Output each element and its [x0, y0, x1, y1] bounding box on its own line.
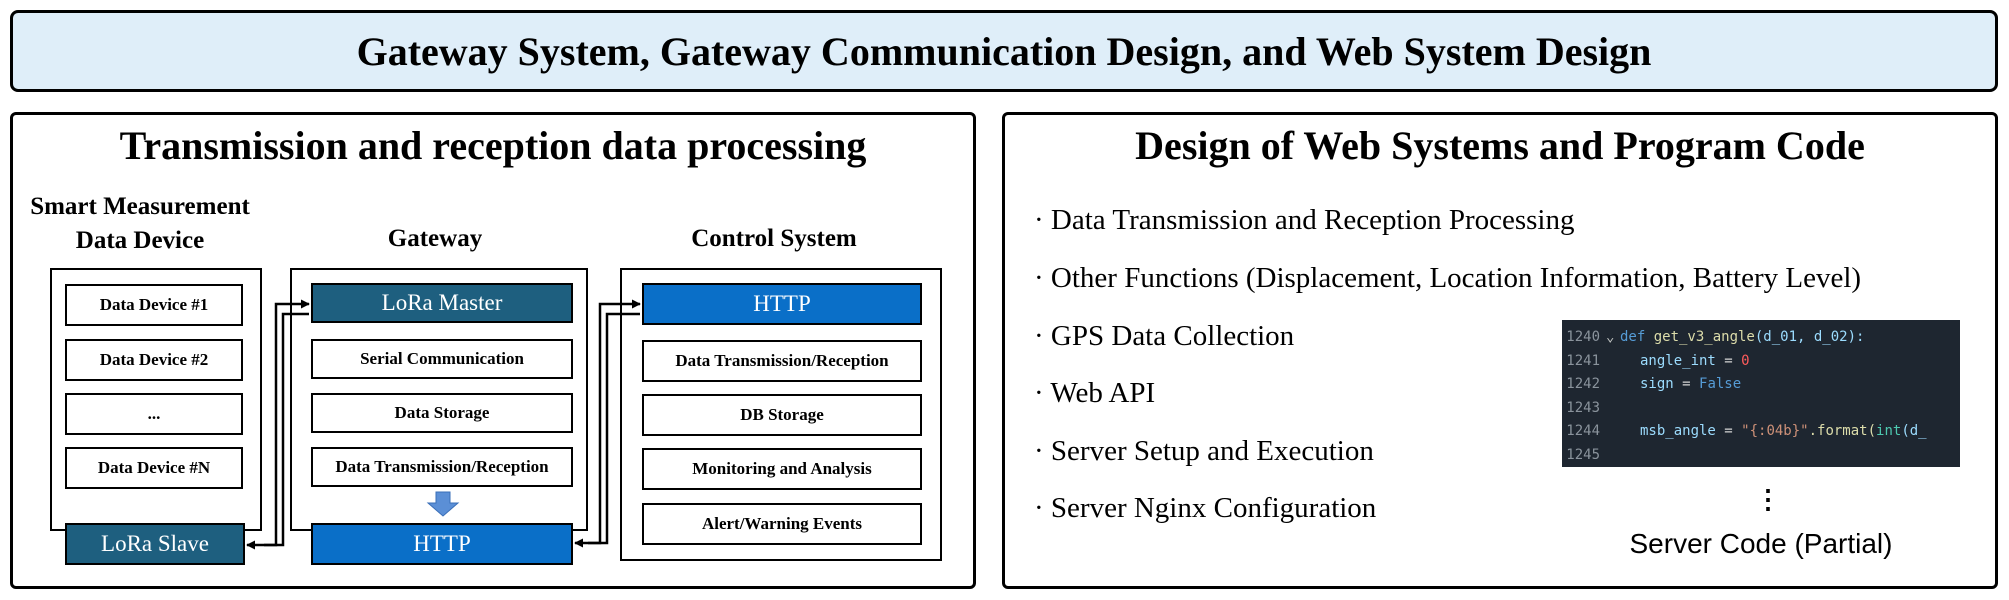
code-args: (d_ [1901, 423, 1927, 439]
code-line: 1245 [1562, 444, 1960, 468]
serial-communication-box: Serial Communication [311, 339, 573, 379]
bullet-text: Web API [1050, 377, 1156, 409]
db-storage-box: DB Storage [642, 394, 922, 436]
data-storage-box: Data Storage [311, 393, 573, 433]
gateway-data-transmission-box: Data Transmission/Reception [311, 447, 573, 487]
alert-events-box: Alert/Warning Events [642, 503, 922, 545]
left-panel-title: Transmission and reception data processi… [119, 123, 867, 168]
bullet-item-2: · Other Functions (Displacement, Locatio… [1034, 262, 1861, 295]
data-device-n: Data Device #N [65, 447, 243, 489]
line-number: 1244 [1566, 423, 1600, 439]
line-number: 1243 [1566, 399, 1600, 416]
data-device-1: Data Device #1 [65, 284, 243, 326]
code-method: .format( [1808, 423, 1877, 439]
code-line: 1241 angle_int = 0 [1562, 350, 1960, 374]
bullet-text: Other Functions (Displacement, Location … [1050, 262, 1862, 294]
bullet-item-4: · Web API [1034, 377, 1155, 410]
vertical-dots-icon: ⋮ [1755, 484, 1781, 514]
bullet-marker: · [1034, 204, 1044, 236]
data-device-ellipsis: ... [65, 393, 243, 435]
code-boolean: False [1699, 376, 1742, 392]
bullet-text: Server Nginx Configuration [1050, 492, 1377, 524]
code-function-name: get_v3_angle [1653, 329, 1755, 345]
gateway-http-box: HTTP [311, 523, 573, 565]
fold-chevron-icon: ⌄ [1606, 329, 1615, 345]
right-panel-title: Design of Web Systems and Program Code [1135, 123, 1865, 168]
code-caption: Server Code (Partial) [1629, 528, 1893, 559]
code-variable: sign [1640, 376, 1674, 392]
gateway-column-heading: Gateway [387, 225, 483, 252]
code-builtin: int [1876, 423, 1902, 439]
bullet-marker: · [1034, 492, 1044, 524]
line-number: 1242 [1566, 376, 1600, 392]
code-operator: = [1715, 352, 1742, 369]
bullet-item-1: · Data Transmission and Reception Proces… [1034, 204, 1575, 237]
bullet-marker: · [1034, 262, 1044, 294]
lora-master-box: LoRa Master [311, 283, 573, 323]
bullet-item-3: · GPS Data Collection [1034, 320, 1294, 353]
bullet-text: Server Setup and Execution [1050, 435, 1374, 467]
device-column-heading-line1: Smart Measurement [30, 193, 250, 220]
banner-title: Gateway System, Gateway Communication De… [10, 10, 1998, 92]
bullet-marker: · [1034, 435, 1044, 467]
code-args: (d_01, d_02): [1754, 329, 1865, 345]
code-line: 1242 sign = False [1562, 373, 1960, 397]
bullet-item-5: · Server Setup and Execution [1034, 435, 1374, 468]
monitoring-analysis-box: Monitoring and Analysis [642, 448, 922, 490]
bullet-text: GPS Data Collection [1050, 320, 1295, 352]
code-line: 1244 msb_angle = "{:04b}".format(int(d_ [1562, 420, 1960, 444]
code-line: 1240 ⌄ def get_v3_angle(d_01, d_02): [1562, 326, 1960, 350]
data-device-2: Data Device #2 [65, 339, 243, 381]
device-column-heading-line2: Data Device [75, 227, 205, 254]
code-string: "{:04b}" [1741, 423, 1809, 439]
bullet-item-6: · Server Nginx Configuration [1034, 492, 1376, 525]
code-operator: = [1673, 376, 1700, 392]
code-snippet: 1240 ⌄ def get_v3_angle(d_01, d_02): 1241 a… [1562, 320, 1960, 467]
code-variable: angle_int [1640, 352, 1716, 369]
line-number: 1241 [1566, 352, 1600, 369]
lora-slave-box: LoRa Slave [65, 523, 245, 565]
line-number: 1245 [1566, 446, 1600, 463]
code-line: 1243 [1562, 397, 1960, 421]
control-column-heading: Control System [691, 225, 857, 252]
bullet-marker: · [1034, 320, 1044, 352]
code-keyword: def [1620, 329, 1654, 345]
bullet-text: Data Transmission and Reception Processi… [1050, 204, 1575, 236]
code-number: 0 [1741, 352, 1750, 369]
line-number: 1240 [1566, 329, 1600, 345]
bullet-marker: · [1034, 377, 1044, 409]
control-data-transmission-box: Data Transmission/Reception [642, 340, 922, 382]
code-variable: msb_angle [1640, 423, 1716, 439]
code-operator: = [1715, 423, 1742, 439]
control-http-box: HTTP [642, 283, 922, 325]
